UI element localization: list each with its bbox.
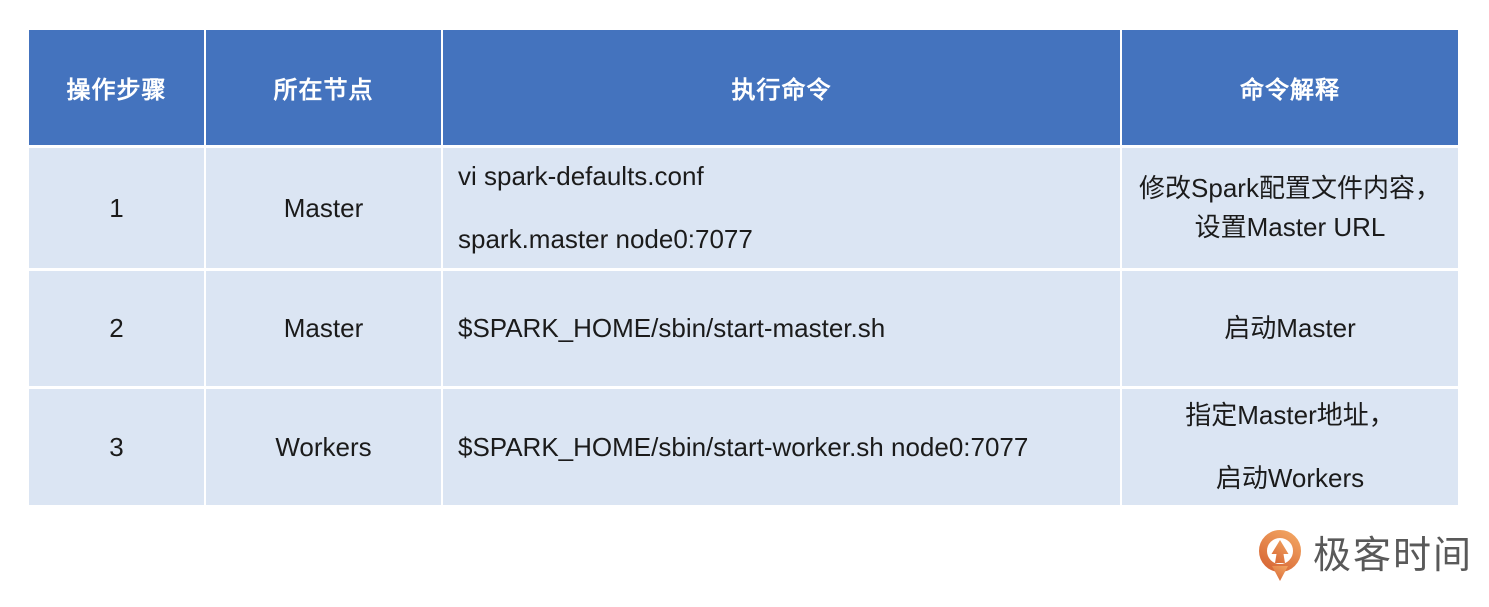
header-explanation: 命令解释 <box>1122 30 1458 145</box>
explanation-line: 指定Master地址， <box>1185 400 1395 430</box>
header-node: 所在节点 <box>206 30 443 145</box>
geektime-logo: 极客时间 <box>1256 529 1473 583</box>
cell-node: Master <box>206 148 443 268</box>
table-row: 3 Workers $SPARK_HOME/sbin/start-worker.… <box>29 386 1458 505</box>
table-row: 2 Master $SPARK_HOME/sbin/start-master.s… <box>29 268 1458 386</box>
explanation-line: 启动Workers <box>1215 463 1365 493</box>
step-number: 1 <box>109 192 124 223</box>
cell-step: 1 <box>29 148 206 268</box>
explanation-line: 设置Master URL <box>1194 212 1386 242</box>
cell-node: Workers <box>206 389 443 505</box>
cell-command: $SPARK_HOME/sbin/start-master.sh <box>443 271 1122 386</box>
cell-command: vi spark-defaults.conf spark.master node… <box>443 148 1122 268</box>
node-name: Master <box>283 313 364 343</box>
cell-command: $SPARK_HOME/sbin/start-worker.sh node0:7… <box>443 389 1122 505</box>
cell-node: Master <box>206 271 443 386</box>
geektime-pin-icon <box>1256 529 1304 583</box>
explanation-line: 启动Master <box>1224 313 1356 343</box>
step-number: 3 <box>109 431 124 462</box>
step-number: 2 <box>109 313 124 343</box>
command-line: $SPARK_HOME/sbin/start-worker.sh node0:7… <box>458 431 1029 462</box>
spark-setup-table: 操作步骤 所在节点 执行命令 命令解释 1 Master vi spark-de… <box>29 30 1458 505</box>
table-header-row: 操作步骤 所在节点 执行命令 命令解释 <box>29 30 1458 145</box>
cell-explanation: 指定Master地址， 启动Workers <box>1122 389 1458 505</box>
geektime-logo-text: 极客时间 <box>1312 535 1473 577</box>
explanation-line: 修改Spark配置文件内容， <box>1139 173 1441 203</box>
cell-explanation: 启动Master <box>1122 271 1458 386</box>
table-row: 1 Master vi spark-defaults.conf spark.ma… <box>29 145 1458 268</box>
command-line: vi spark-defaults.conf <box>458 161 704 191</box>
cell-step: 3 <box>29 389 206 505</box>
cell-step: 2 <box>29 271 206 386</box>
cell-explanation: 修改Spark配置文件内容， 设置Master URL <box>1122 148 1458 268</box>
node-name: Workers <box>275 431 372 462</box>
command-line: spark.master node0:7077 <box>458 224 753 254</box>
header-step: 操作步骤 <box>29 30 206 145</box>
node-name: Master <box>283 192 364 223</box>
header-command: 执行命令 <box>443 30 1122 145</box>
command-line: $SPARK_HOME/sbin/start-master.sh <box>458 313 886 343</box>
